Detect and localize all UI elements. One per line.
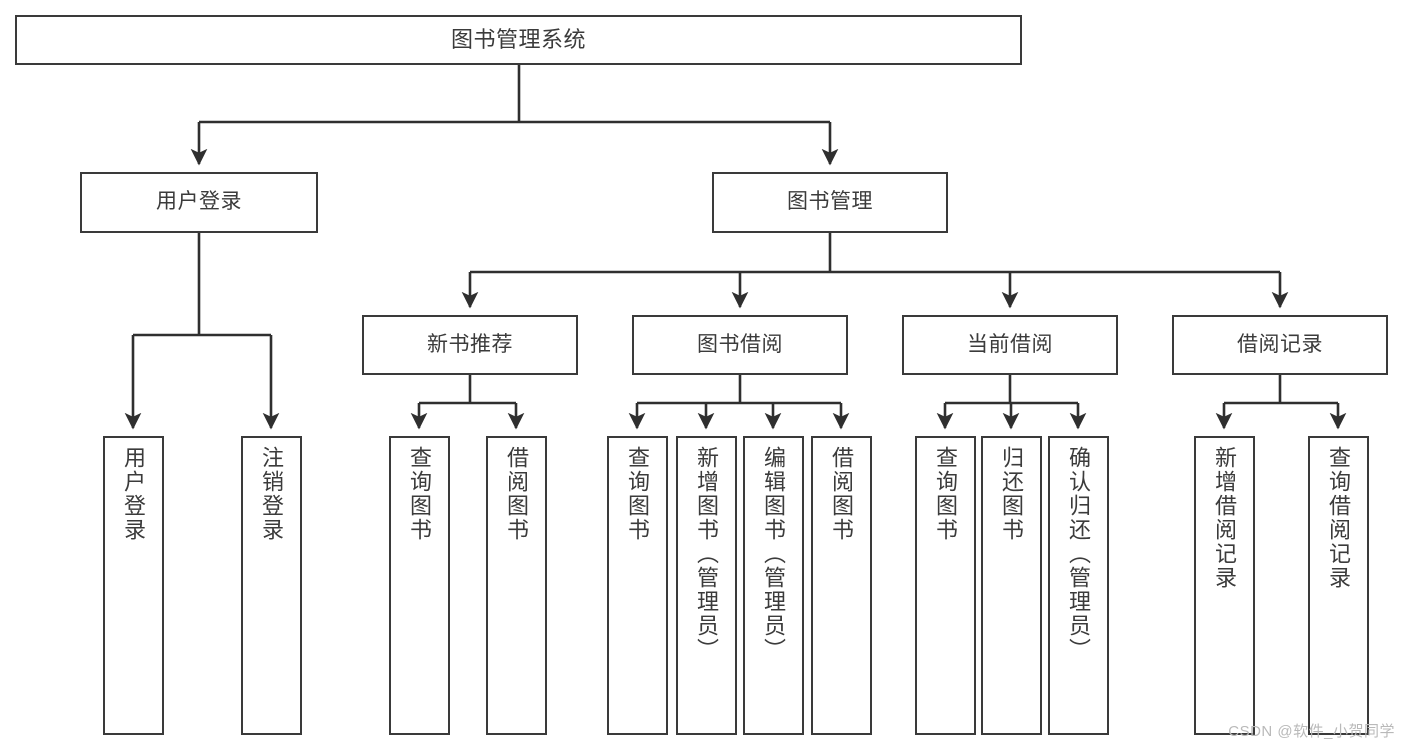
node-label: 归还图书 <box>999 446 1025 542</box>
node-book-borrow[interactable]: 图书借阅 <box>632 315 848 375</box>
node-leaf-confirm-return[interactable]: 确认归还（管理员） <box>1048 436 1109 735</box>
node-label: 查询借阅记录 <box>1326 446 1352 590</box>
node-leaf-user-login[interactable]: 用户登录 <box>103 436 164 735</box>
node-label: 借阅记录 <box>1237 332 1323 356</box>
node-label: 查询图书 <box>933 446 959 542</box>
node-label: 注销登录 <box>259 446 285 542</box>
node-leaf-return-book[interactable]: 归还图书 <box>981 436 1042 735</box>
csdn-watermark: CSDN @软件_小贺同学 <box>1228 723 1395 740</box>
node-current-borrow[interactable]: 当前借阅 <box>902 315 1118 375</box>
node-label: 用户登录 <box>156 190 242 214</box>
node-borrow-record[interactable]: 借阅记录 <box>1172 315 1388 375</box>
node-label: 新书推荐 <box>427 332 513 356</box>
node-book-management[interactable]: 图书管理 <box>712 172 948 233</box>
node-leaf-query-borrow-record[interactable]: 查询借阅记录 <box>1308 436 1369 735</box>
node-leaf-query-book-borrow[interactable]: 查询图书 <box>607 436 668 735</box>
node-leaf-add-book[interactable]: 新增图书（管理员） <box>676 436 737 735</box>
node-label: 图书管理 <box>787 190 873 214</box>
node-label: 借阅图书 <box>829 446 855 542</box>
node-label: 新增借阅记录 <box>1212 446 1238 590</box>
node-book-management-system[interactable]: 图书管理系统 <box>15 15 1022 65</box>
node-label: 用户登录 <box>121 446 147 542</box>
node-leaf-query-book-recommend[interactable]: 查询图书 <box>389 436 450 735</box>
node-leaf-query-book-current[interactable]: 查询图书 <box>915 436 976 735</box>
node-user-login[interactable]: 用户登录 <box>80 172 318 233</box>
node-label: 查询图书 <box>625 446 651 542</box>
node-leaf-logout-login[interactable]: 注销登录 <box>241 436 302 735</box>
node-label: 图书管理系统 <box>450 27 586 53</box>
node-label: 编辑图书（管理员） <box>761 446 787 662</box>
node-label: 新增图书（管理员） <box>694 446 720 662</box>
node-label: 查询图书 <box>407 446 433 542</box>
node-label: 当前借阅 <box>967 332 1053 356</box>
node-label: 借阅图书 <box>504 446 530 542</box>
node-label: 图书借阅 <box>697 332 783 356</box>
node-leaf-add-borrow-record[interactable]: 新增借阅记录 <box>1194 436 1255 735</box>
node-leaf-borrow-book[interactable]: 借阅图书 <box>811 436 872 735</box>
node-label: 确认归还（管理员） <box>1066 446 1092 662</box>
node-leaf-borrow-book-recommend[interactable]: 借阅图书 <box>486 436 547 735</box>
node-leaf-edit-book[interactable]: 编辑图书（管理员） <box>743 436 804 735</box>
node-new-book-recommend[interactable]: 新书推荐 <box>362 315 578 375</box>
